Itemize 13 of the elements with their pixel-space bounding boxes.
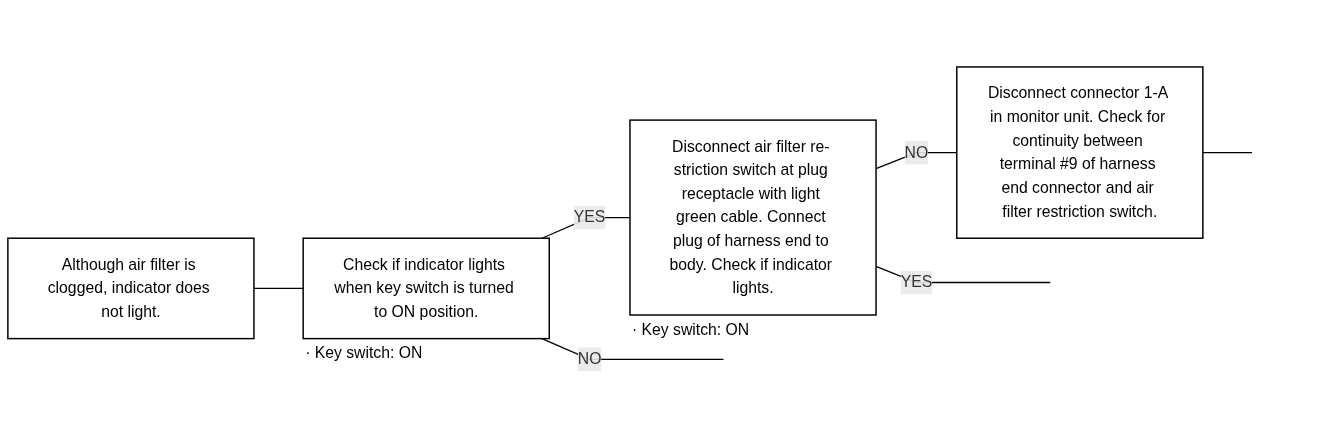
process-box: Although air filter is clogged, indicator does not light.	[7, 237, 255, 340]
connector-line	[541, 338, 725, 360]
edge-label: YES	[900, 270, 933, 295]
note-text: · Key switch: ON	[631, 320, 750, 338]
process-box: Disconnect connector 1-A in monitor unit. Check for continuity between terminal #9 of harness end connector and air filter restriction switch.	[956, 66, 1204, 239]
edge-label: NO	[904, 140, 929, 165]
process-box: Check if indicator lights when key switch is turned to ON position.	[302, 237, 550, 340]
edge-label: YES	[573, 205, 606, 230]
note-text: · Key switch: ON	[305, 344, 423, 362]
process-box: Disconnect air filter re- striction switch at plug receptacle with light green cable. Connect plug of harness end to body. Check if indicator lights.	[629, 119, 877, 316]
connector-line	[253, 287, 304, 290]
connector-line	[1202, 151, 1253, 154]
edge-label: NO	[577, 347, 602, 372]
